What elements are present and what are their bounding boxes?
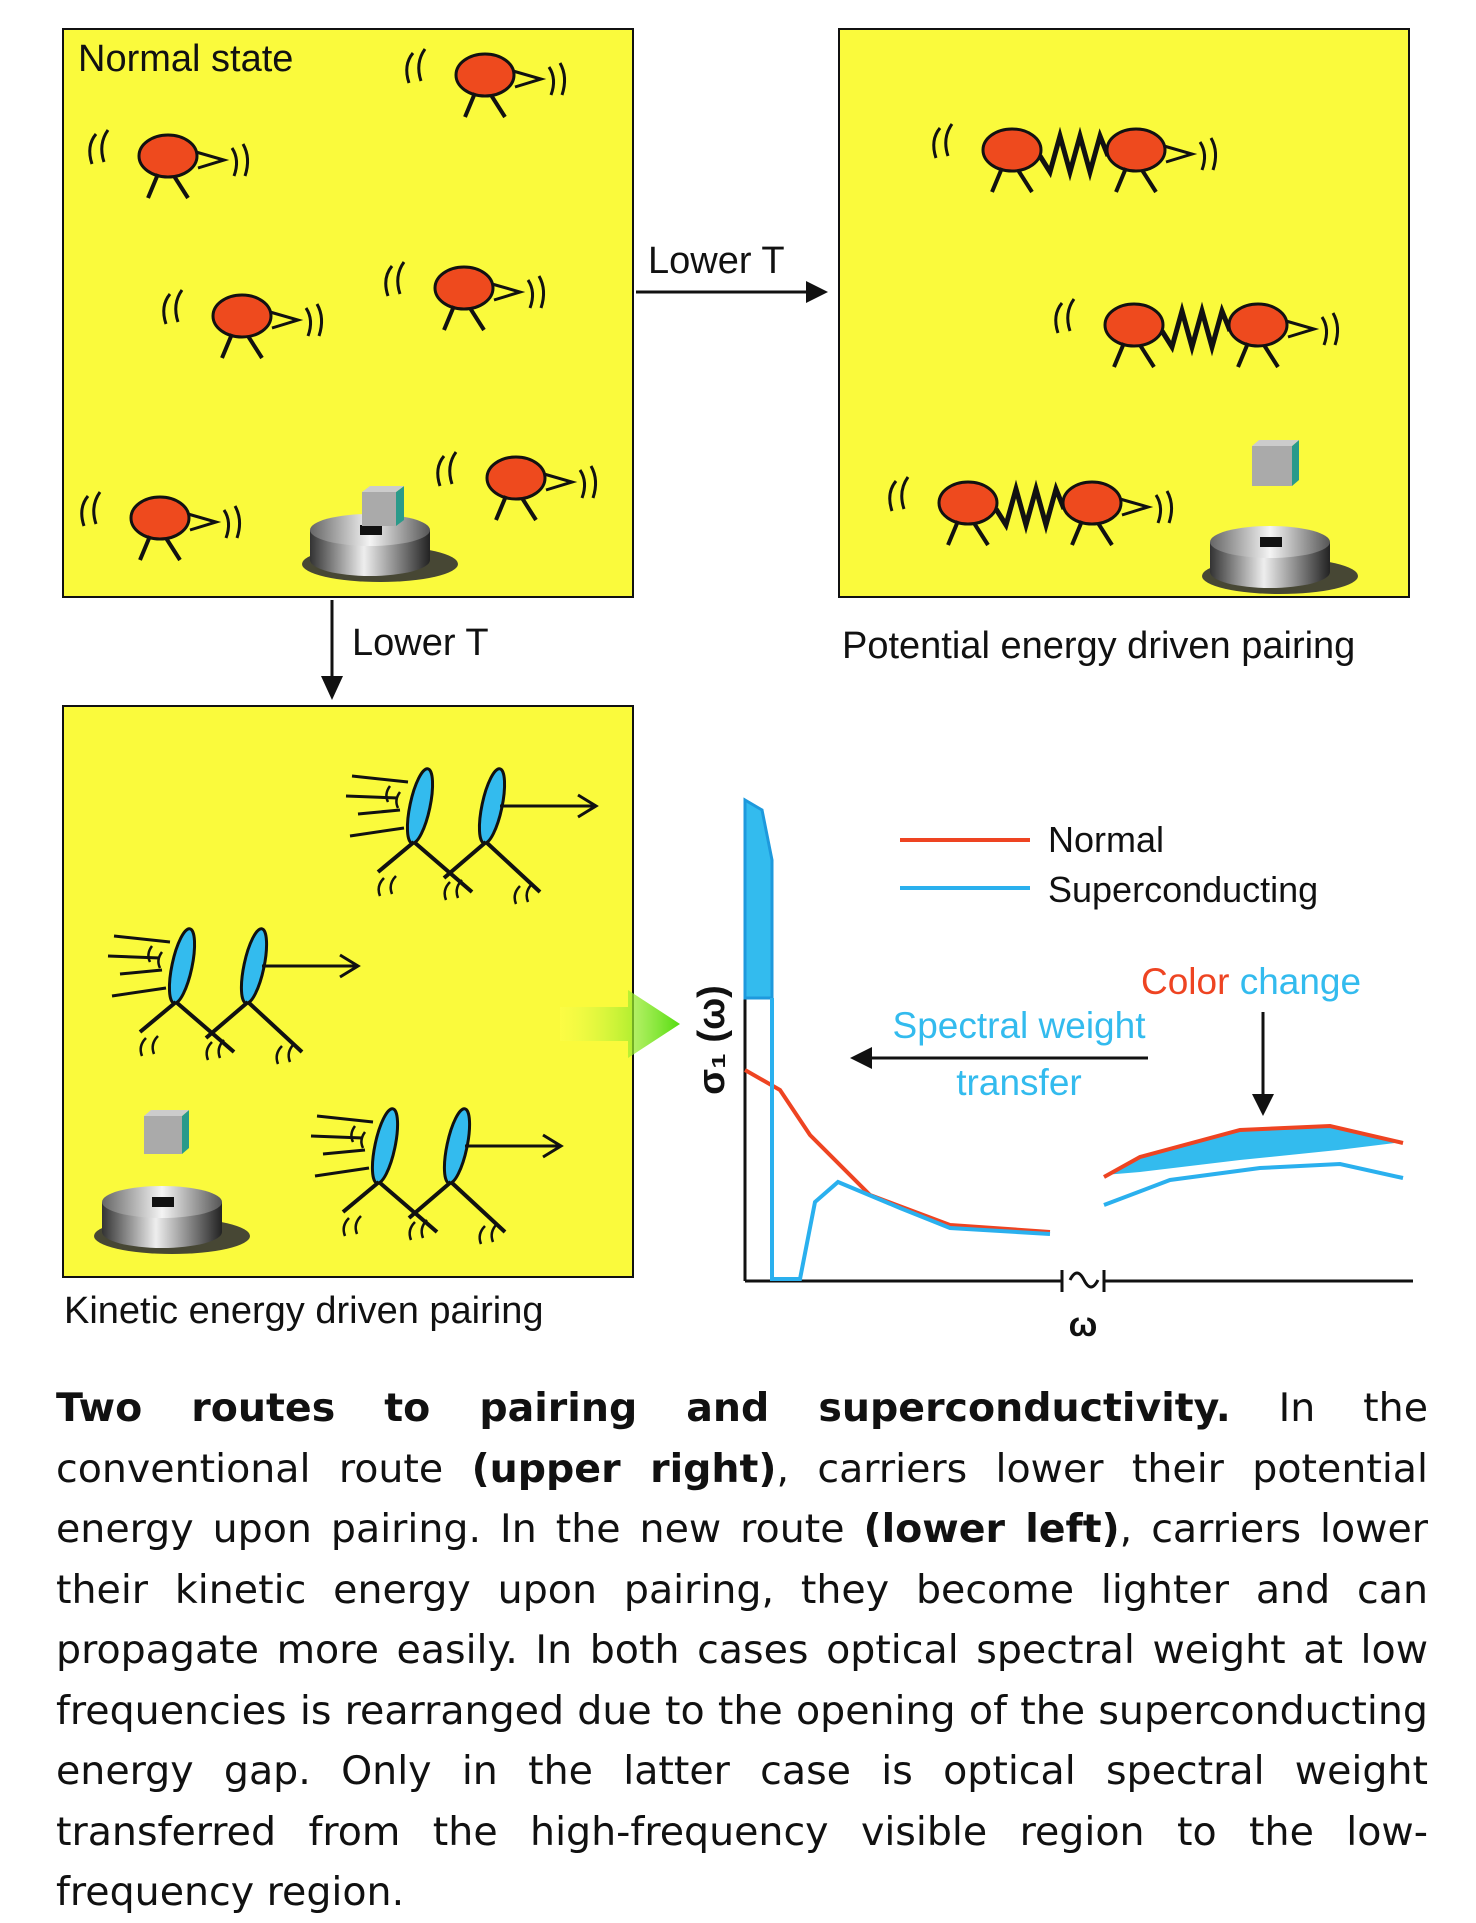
caption-text-1: In the conventional route	[56, 1385, 1428, 1492]
lower-t-right-arrow	[636, 281, 828, 303]
sc-curve-high	[1103, 1161, 1404, 1207]
normal-carrier-3	[161, 288, 324, 360]
kinetic-pair-1	[344, 764, 598, 906]
figure-caption: Two routes to pairing and superconductiv…	[56, 1378, 1428, 1923]
normal-carrier-6	[79, 490, 242, 562]
lower-t-right-label: Lower T	[648, 240, 785, 282]
color-change-band	[1104, 1126, 1403, 1175]
potential-pair-2	[1056, 299, 1338, 367]
normal-curve-high	[1103, 1123, 1404, 1179]
transfer-label-line2: transfer	[956, 1062, 1081, 1103]
plot-ylabel: σ₁ (ω)	[691, 985, 733, 1095]
legend-normal-label: Normal	[1048, 819, 1164, 860]
kinetic-pair-2	[106, 924, 360, 1066]
delta-peak	[743, 797, 774, 1000]
transfer-label-line1: Spectral weight	[893, 1005, 1147, 1046]
plot-xlabel: ω	[1069, 1306, 1098, 1344]
lower-t-down-label: Lower T	[352, 622, 489, 664]
sc-curve-low	[770, 998, 1051, 1281]
color-change-label: Color change	[1141, 961, 1361, 1002]
caption-title: Two routes to pairing and superconductiv…	[56, 1385, 1231, 1431]
kinetic-magnet	[94, 1110, 250, 1254]
legend-sc-label: Superconducting	[1048, 869, 1318, 910]
green-arrow	[560, 990, 680, 1058]
kinetic-pairing-panel	[62, 705, 634, 1278]
caption-text-3: , carriers lower their kinetic energy up…	[56, 1506, 1428, 1915]
normal-carrier-4	[383, 260, 546, 332]
potential-pairing-caption: Potential energy driven pairing	[842, 625, 1356, 667]
normal-state-title: Normal state	[78, 38, 294, 80]
kinetic-pair-3	[309, 1104, 563, 1246]
color-word: Color	[1141, 961, 1229, 1002]
caption-lower-left: (lower left)	[863, 1506, 1120, 1552]
normal-curve-low	[744, 1068, 1051, 1234]
conductivity-plot: σ₁ (ω) ω Normal Superconducting Spectral…	[691, 797, 1413, 1344]
change-word: change	[1240, 961, 1361, 1002]
potential-pair-3	[890, 477, 1172, 545]
axis-break-icon	[1068, 1271, 1100, 1289]
diagram-figure: σ₁ (ω) ω Normal Superconducting Spectral…	[79, 47, 1413, 1344]
kinetic-pairing-caption: Kinetic energy driven pairing	[64, 1290, 544, 1332]
normal-carrier-5	[435, 450, 598, 522]
normal-carrier-1	[404, 47, 567, 119]
caption-upper-right: (upper right)	[471, 1445, 777, 1492]
lower-t-down-arrow	[321, 600, 343, 700]
normal-carrier-2	[87, 128, 250, 200]
caption-text-2: , carriers lower their potential energy …	[56, 1445, 1428, 1553]
potential-magnet	[1202, 440, 1358, 594]
potential-pair-1	[934, 124, 1216, 192]
normal-magnet	[302, 486, 458, 582]
